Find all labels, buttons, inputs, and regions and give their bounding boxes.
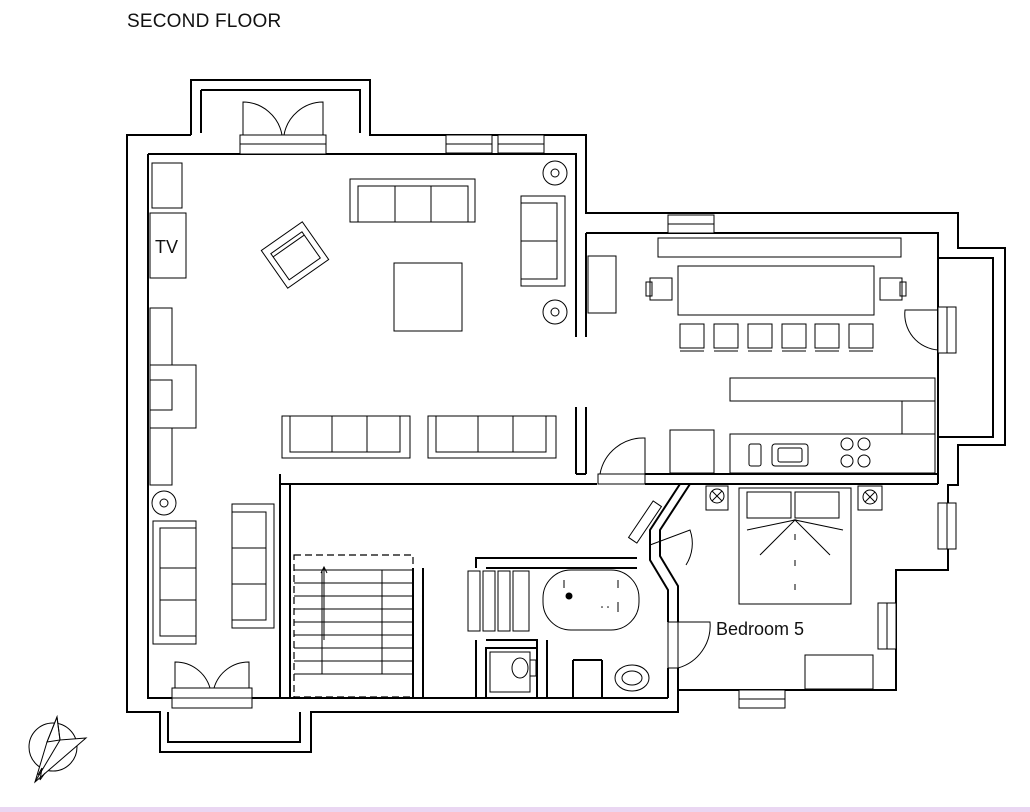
floor-title: SECOND FLOOR: [127, 11, 282, 32]
bathroom-fixtures: [467, 569, 650, 693]
doors: [171, 101, 939, 709]
tv-label: TV: [155, 237, 179, 257]
outer-walls: [126, 79, 1006, 753]
bottom-strip: [0, 807, 1030, 812]
kitchen-dining-furniture: [587, 237, 936, 474]
bedroom-furniture: [705, 485, 883, 690]
bedroom-5-label: Bedroom 5: [716, 619, 805, 639]
staircase: [293, 554, 414, 698]
dining-chairs: [679, 323, 874, 352]
interior-walls: [279, 407, 938, 699]
windows: [445, 134, 957, 709]
north-arrow-icon: [28, 715, 88, 784]
living-room-furniture: [149, 160, 568, 645]
